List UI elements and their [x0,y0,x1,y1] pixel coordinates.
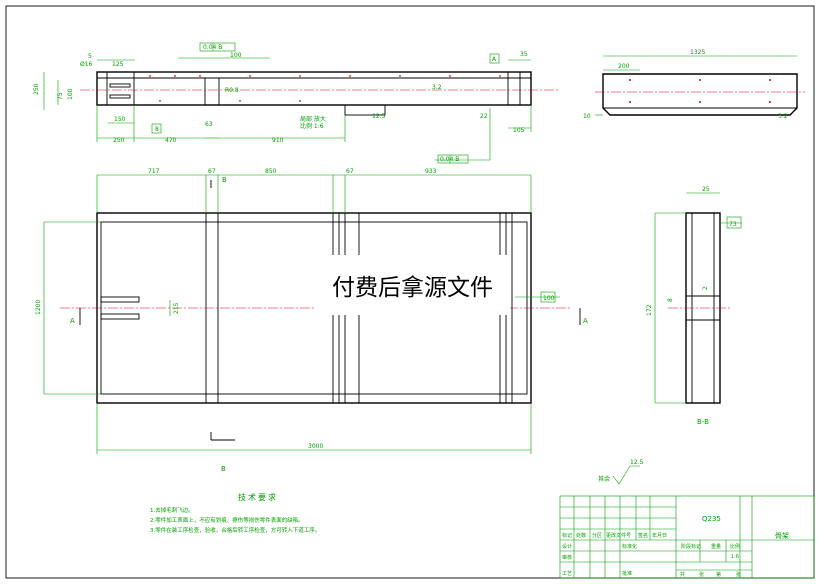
dim-text: 12.5 [372,113,386,120]
tech-requirements: 技术要求 1.去掉毛刺飞边。 2.零件加工表面上，不应有划痕、擦伤等损伤零件表面… [150,492,320,534]
datum-letter: A [492,56,497,63]
tolerance-text: 0.04 B [440,156,459,163]
dim-text: 100 [67,88,74,100]
top-view: 5 Ø16 125 100 35 250 75 100 150 250 470 … [33,42,560,164]
dim-text: 1325 [690,49,705,56]
section-label: B [222,176,227,184]
tolerance-frame [199,42,236,52]
dim-text: 250 [113,137,125,144]
tech-requirements-title: 技术要求 [238,492,278,502]
dim-text: 75 [57,92,64,100]
dim-text: Ø16 [80,61,93,68]
title-block-scale: 比例 [730,543,740,550]
title-block-approve: 批准 [622,570,632,577]
dim-text: 717 [148,168,160,175]
dim-text: 200 [618,63,630,70]
title-block-header: 年月日 [652,532,667,539]
front-view: 717 67 850 67 933 1200 215 100 3000 A A … [35,168,588,473]
dim-text: 1200 [35,300,42,315]
dim-text: 10 [583,113,591,120]
title-block: Q235 骨架 标记 处数 分区 更改文件号 签名 年月日 设计 审核 工艺 标… [559,495,815,579]
datum-box [151,123,162,134]
dim-text: 8 [667,298,674,302]
dim-text: 215 [173,302,180,314]
dim-text: 63 [205,121,213,128]
dim-text: 2 [702,286,709,290]
dim-text: 910 [272,137,284,144]
dim-text: 3.2 [432,84,442,91]
title-block-stage-mark: 阶段标记 [681,543,701,550]
title-block-weight: 重量 [711,543,721,550]
title-block-row-label: 工艺 [562,571,572,577]
dim-text: 470 [165,137,177,144]
section-label: B [221,465,226,473]
dim-text: 25 [702,186,710,193]
tech-requirement-item: 2.零件加工表面上，不应有划痕、擦伤等损伤零件表面的缺陷。 [150,516,304,524]
scale-note: 比例 1:6 [300,122,324,130]
side-view: 25 73 172 8 2 B-B [646,186,742,426]
title-block-header: 签名 [638,532,648,539]
title-block-standardization: 标准化 [622,543,637,550]
title-block-row-label: 审核 [562,554,572,561]
dim-text: 933 [425,168,437,175]
title-block-header: 处数 [576,532,586,539]
dim-text: 250 [33,83,40,95]
dim-text: R0.8 [225,87,239,94]
tech-requirement-item: 1.去掉毛刺飞边。 [150,506,194,514]
dim-text: 125 [112,61,124,68]
datum-box [489,53,500,64]
beam-outline [96,71,532,106]
title-block-header: 标记 [562,532,572,539]
sheet-border [5,5,815,579]
title-block-part-name: 骨架 [775,532,789,540]
dim-text: 5 [88,53,92,60]
dim-text: 100 [230,52,242,59]
surface-finish: 其余 12.5 [598,459,644,485]
title-block-row-label: 设计 [562,543,572,550]
right-top-view: 1325 200 10 3.2 [583,49,805,120]
dim-text: 8 [155,126,159,133]
dim-text: 150 [114,116,126,123]
title-block-material: Q235 [702,515,721,523]
title-block-sheet: 张 [699,571,704,578]
dim-text: 73 [729,221,737,228]
title-block-scale-value: 1:6 [731,554,739,560]
dim-text: 3.2 [778,113,788,120]
section-label: A [583,317,588,325]
dim-text: 3000 [308,443,323,450]
dim-text: 172 [646,304,653,316]
tech-requirement-item: 3.零件在装工序检查，验收，合格后转工序检查，方可转入下道工序。 [150,526,320,534]
title-block-sheet: 共 [680,571,685,578]
surface-finish-label: 其余 [598,475,610,483]
scale-note: 局部 放大 [300,115,326,123]
dim-text: 850 [265,168,277,175]
title-block-sheet: 张 [736,571,741,578]
title-block-sheet: 第 [716,571,721,578]
dim-text: 67 [208,168,216,175]
dim-text: 100 [543,295,555,302]
dim-text: 67 [346,168,354,175]
tolerance-text: 0.04 B [203,44,222,51]
watermark-text: 付费后拿源文件 [332,275,493,301]
dim-text: 35 [520,51,528,58]
surface-finish-value: 12.5 [630,459,644,466]
section-label: A [70,317,75,325]
title-block-header: 更改文件号 [606,532,631,539]
watermark-overlay: 付费后拿源文件 [315,255,510,315]
title-block-header: 分区 [592,532,602,539]
dim-text: 22 [480,113,488,120]
section-title: B-B [697,418,709,426]
tolerance-frame [437,154,469,164]
dim-text: 105 [513,127,525,134]
